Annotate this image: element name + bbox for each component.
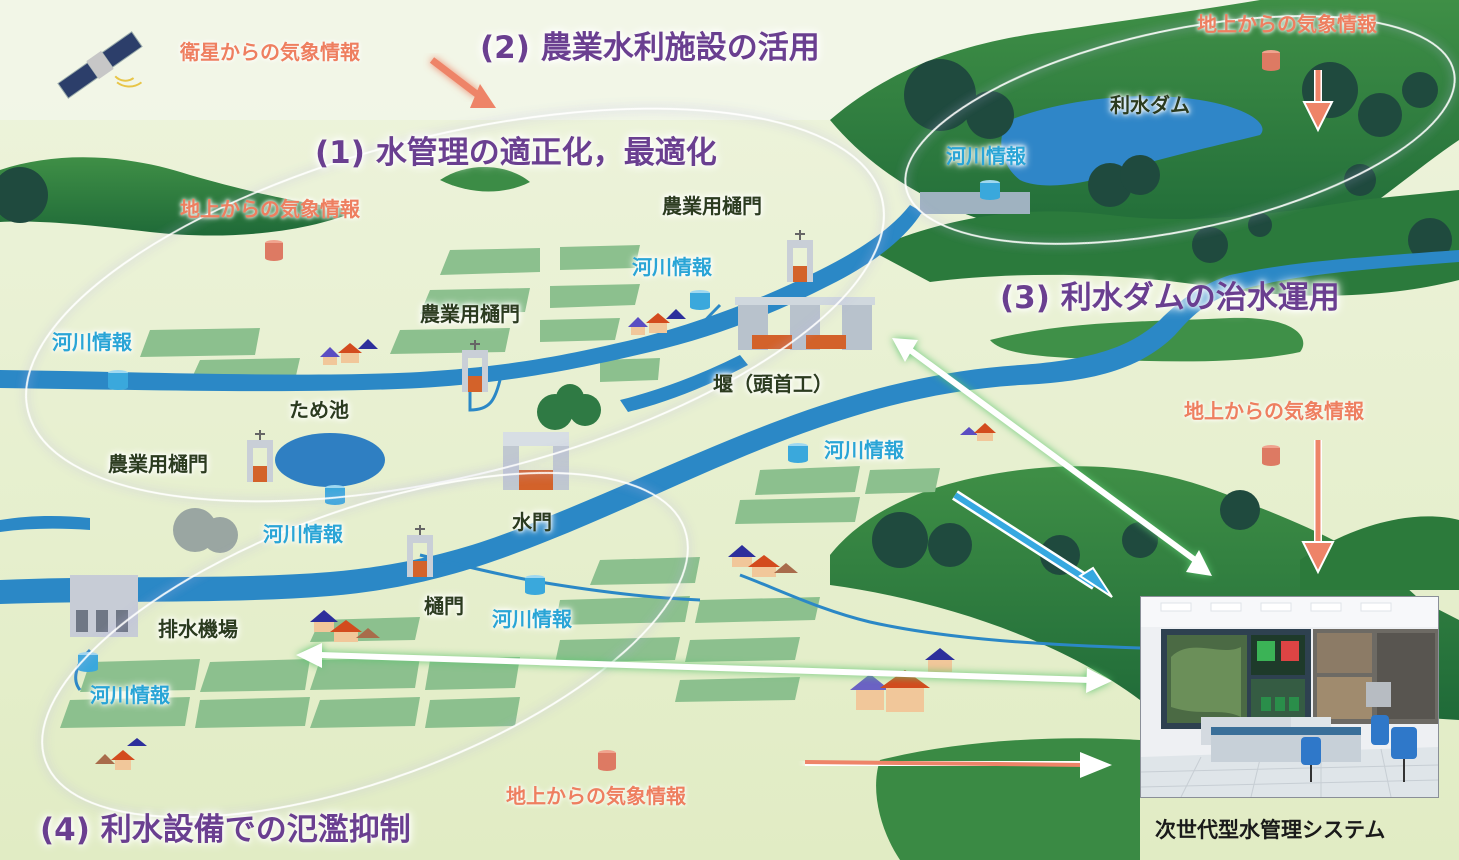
pump-station-icon [70, 575, 138, 637]
agri-gate-label-top: 農業用樋門 [662, 194, 762, 218]
water-gate-label: 水門 [512, 510, 552, 534]
agri-gate-label-mid: 農業用樋門 [420, 302, 520, 326]
river-gauge-icon [78, 180, 1000, 672]
small-hill [440, 167, 530, 192]
satellite-weather-arrow [429, 57, 496, 108]
control-room-image [1140, 596, 1439, 798]
link-arrows [296, 338, 1212, 693]
weir-icon [735, 297, 875, 350]
right-weather-arrow [1301, 440, 1335, 575]
dam-weather-arrow [1302, 70, 1334, 133]
field-system-arrow [296, 643, 1112, 693]
agri-gate-label-left: 農業用樋門 [108, 452, 208, 476]
title-4: (4) 利水設備での氾濫抑制 [40, 812, 411, 848]
right-weather-label: 地上からの気象情報 [1184, 399, 1364, 423]
river-info-label-top: 河川情報 [632, 255, 712, 279]
grey-trees [173, 508, 238, 553]
small-trees [537, 384, 601, 430]
title-3: (3) 利水ダムの治水運用 [1000, 280, 1340, 316]
dam-lake [1001, 96, 1263, 186]
rivers [0, 205, 1459, 604]
bottom-weather-arrow [804, 752, 1112, 778]
river-info-label-pond: 河川情報 [263, 522, 343, 546]
weir-label: 堰（頭首工） [713, 372, 833, 396]
river-info-label-center: 河川情報 [824, 438, 904, 462]
bottom-weather-label: 地上からの気象情報 [506, 784, 686, 808]
river-info-label-left: 河川情報 [52, 330, 132, 354]
river-info-label-sluice: 河川情報 [492, 607, 572, 631]
dam-body [920, 192, 1030, 214]
pump-station-label: 排水機場 [158, 617, 238, 641]
irrigation-dam-label: 利水ダム [1110, 93, 1190, 117]
water-gate-icon [503, 432, 569, 490]
weir-system-arrow [892, 338, 1212, 576]
control-room-illustration [1141, 597, 1438, 797]
satellite-icon [57, 31, 143, 99]
house-icon [95, 309, 996, 770]
pond [275, 433, 385, 487]
left-hill [0, 157, 360, 236]
river-system-arrow [952, 490, 1113, 598]
weather-station-icon [265, 50, 1280, 771]
dam-weather-label: 地上からの気象情報 [1197, 12, 1377, 36]
left-weather-label: 地上からの気象情報 [180, 197, 360, 221]
weather-arrows [429, 57, 1335, 778]
system-label: 次世代型水管理システム [1155, 818, 1386, 842]
bottom-right-hill [876, 738, 1140, 860]
satellite-weather-label: 衛星からの気象情報 [180, 40, 360, 64]
trees [0, 59, 1452, 575]
sluice-gate-icon [247, 230, 813, 577]
river-info-label-bottom: 河川情報 [90, 683, 170, 707]
title-2: (2) 農業水利施設の活用 [480, 30, 820, 66]
fields [60, 245, 940, 728]
sluice-label: 樋門 [424, 594, 464, 618]
pond-label: ため池 [289, 398, 349, 422]
far-right-hill [1300, 516, 1459, 590]
dam-river-info-label: 河川情報 [946, 144, 1026, 168]
title-1: (1) 水管理の適正化，最適化 [315, 135, 717, 171]
